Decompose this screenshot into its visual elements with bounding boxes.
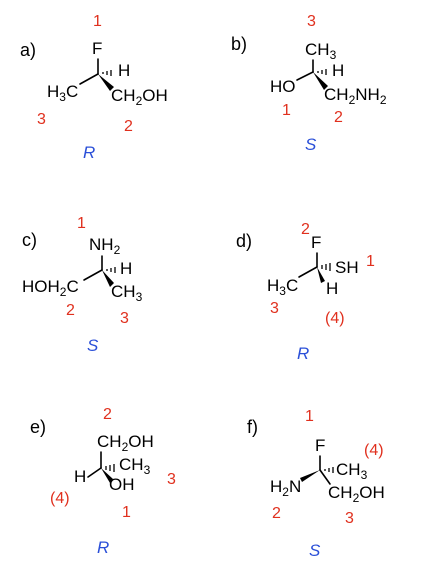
wedge-bond: [317, 267, 325, 283]
methyl-group: CH3: [305, 40, 337, 62]
priority-label: 1: [77, 215, 86, 232]
panel-label: f): [247, 417, 258, 437]
priority-label: 3: [307, 13, 316, 30]
panel-e: e) 2 3 (4) 1 R CH2OH CH3 H OH: [30, 406, 176, 557]
priority-label: 3: [37, 111, 46, 128]
configuration-label: S: [305, 135, 317, 154]
fluorine-atom: F: [92, 39, 102, 58]
priority-label: 2: [272, 505, 281, 522]
hydrogen-atom: H: [74, 467, 86, 486]
panel-label: e): [30, 417, 46, 437]
methyl-group: CH3: [119, 455, 151, 477]
fluorine-atom: F: [315, 436, 325, 455]
bond: [298, 266, 318, 278]
priority-label: 1: [93, 13, 102, 30]
hashed-bond: [324, 467, 334, 473]
bond: [83, 269, 103, 281]
priority-label: 3: [270, 300, 279, 317]
priority-label: 3: [167, 471, 176, 488]
hydroxymethyl-group: HOH2C: [22, 277, 79, 299]
hashed-bond: [317, 69, 327, 75]
hydroxymethyl-group: CH2OH: [328, 483, 385, 505]
configuration-label: R: [297, 344, 309, 363]
priority-label: 3: [120, 310, 129, 327]
aminomethyl-group: CH2NH2: [324, 85, 387, 107]
priority-label: 1: [305, 408, 314, 425]
hydrogen-atom: H: [120, 259, 132, 278]
hashed-bond: [106, 267, 116, 273]
priority-label: 1: [122, 504, 131, 521]
priority-label: 3: [345, 510, 354, 527]
bond: [87, 467, 102, 478]
priority-label: (4): [364, 442, 384, 459]
priority-label: (4): [325, 310, 345, 327]
panel-c: c) 1 2 3 S NH2 H HOH2C CH3: [22, 215, 143, 355]
methyl-group: H3C: [47, 82, 78, 104]
methyl-group: H3C: [267, 276, 298, 298]
hydrogen-atom: H: [332, 61, 344, 80]
panel-f: f) 1 (4) 2 3 S F CH3 H2N CH2OH: [247, 408, 385, 560]
methyl-group: CH3: [336, 460, 368, 482]
configuration-label: S: [87, 336, 99, 355]
panel-a: a) 1 3 2 R F H H3C CH2OH: [20, 13, 168, 162]
hashed-bond: [102, 70, 112, 76]
wedge-bond: [101, 468, 113, 483]
priority-label: 2: [301, 221, 310, 238]
hydroxymethyl-group: CH2OH: [97, 432, 154, 454]
bond: [296, 71, 314, 81]
panel-label: d): [236, 231, 252, 251]
hydrogen-atom: H: [326, 279, 338, 298]
methyl-group: CH3: [111, 282, 143, 304]
priority-label: 2: [103, 406, 112, 423]
configuration-label: R: [83, 143, 95, 162]
amino-group: H2N: [270, 477, 301, 499]
hydroxyl-group: HO: [270, 77, 296, 96]
priority-label: 2: [334, 109, 343, 126]
fluorine-atom: F: [311, 233, 321, 252]
priority-label: 2: [124, 118, 133, 135]
wedge-bond: [313, 72, 328, 90]
panel-label: a): [20, 40, 36, 60]
hydrogen-atom: H: [118, 61, 130, 80]
panel-b: b) 3 1 2 S CH3 H HO CH2NH2: [231, 13, 387, 154]
amino-group: NH2: [89, 235, 121, 257]
panel-label: b): [231, 34, 247, 54]
bond: [79, 73, 99, 85]
wedge-bond: [102, 270, 114, 287]
wedge-bond: [98, 74, 114, 91]
hydroxyl-group: OH: [109, 475, 135, 494]
panel-label: c): [22, 230, 37, 250]
hashed-bond: [105, 464, 115, 472]
configuration-label: S: [309, 541, 321, 560]
panel-d: d) 2 1 3 (4) R F SH H3C H: [236, 221, 375, 363]
hydroxymethyl-group: CH2OH: [111, 86, 168, 108]
hashed-bond: [321, 263, 331, 271]
priority-label: 1: [366, 253, 375, 270]
priority-label: 1: [282, 102, 291, 119]
configuration-label: R: [97, 538, 109, 557]
priority-label: 2: [66, 302, 75, 319]
priority-label: (4): [50, 490, 70, 507]
wedge-bond: [300, 470, 320, 482]
thiol-group: SH: [335, 258, 359, 277]
bond: [319, 469, 331, 485]
